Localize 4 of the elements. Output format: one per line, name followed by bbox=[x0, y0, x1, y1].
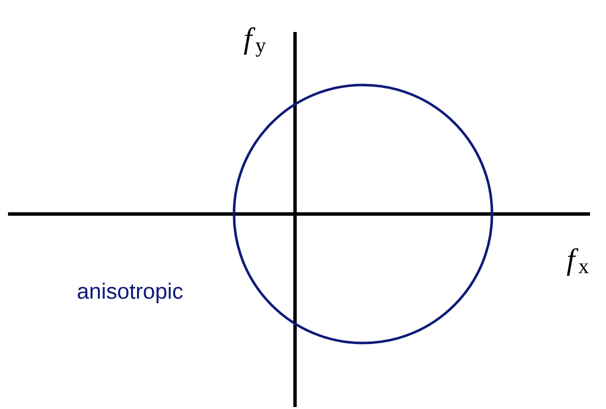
axis-label: f$_{x}$ bbox=[566, 248, 589, 276]
axis-label: f$_{y}$ bbox=[244, 27, 266, 57]
circle bbox=[232, 84, 494, 344]
caption-text: anisotropic bbox=[78, 282, 183, 304]
